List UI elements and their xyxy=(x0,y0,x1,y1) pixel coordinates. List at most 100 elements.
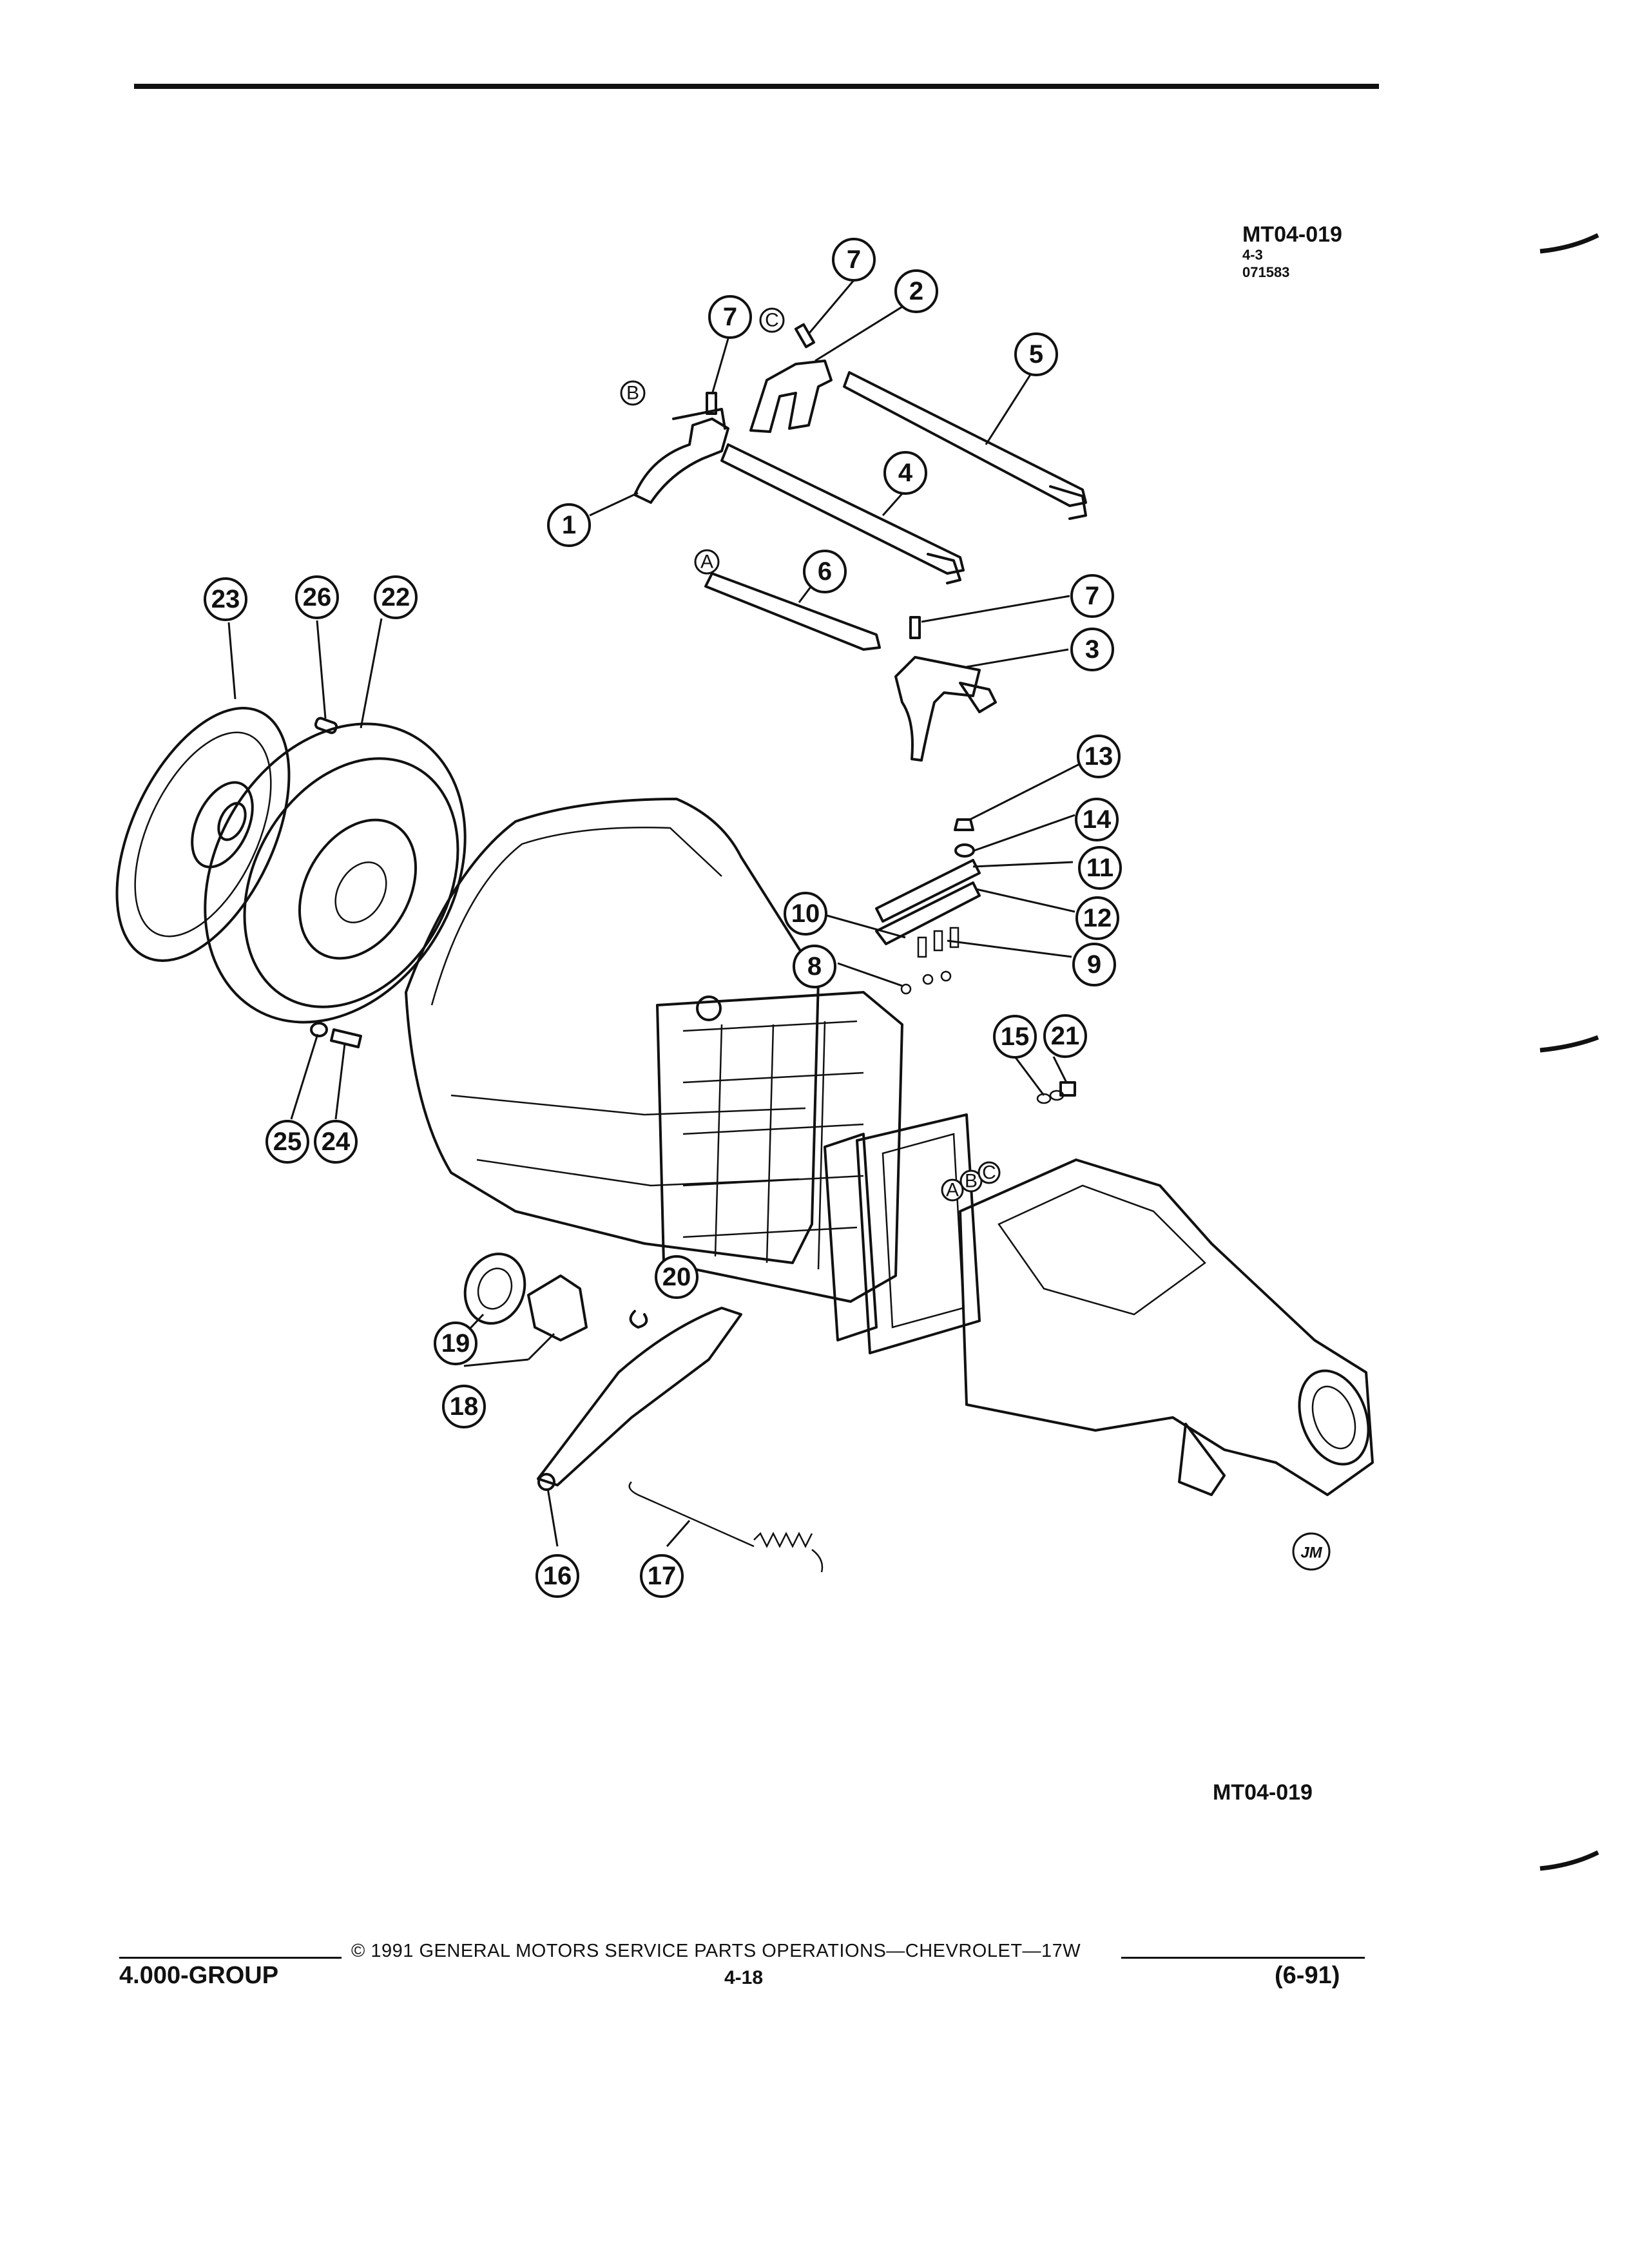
callout-9-label: 9 xyxy=(1087,950,1101,979)
callout-18-label: 18 xyxy=(450,1392,479,1421)
figure-code-sub2: 071583 xyxy=(1242,264,1290,280)
callout-20: 20 xyxy=(655,1255,699,1299)
reference-letter-a-case-label: A xyxy=(946,1180,959,1201)
callout-17-label: 17 xyxy=(648,1562,677,1590)
callout-5: 5 xyxy=(1014,332,1058,376)
return-spring-17 xyxy=(628,1481,824,1573)
callout-2-label: 2 xyxy=(909,277,923,305)
callout-20-label: 20 xyxy=(662,1263,691,1291)
callout-16: 16 xyxy=(535,1554,579,1598)
reference-letter-c-top: C xyxy=(759,307,785,333)
callout-26-label: 26 xyxy=(303,583,332,611)
washer-25-bolt-24 xyxy=(310,1022,362,1048)
callout-7-mid: 7 xyxy=(708,295,752,339)
callout-7-mid-label: 7 xyxy=(723,303,737,331)
clip-20 xyxy=(629,1310,648,1329)
callout-14-label: 14 xyxy=(1083,805,1112,834)
figure-code-top: MT04-019 xyxy=(1242,222,1342,247)
shift-rail-6 xyxy=(704,572,881,651)
callout-5-label: 5 xyxy=(1029,340,1043,369)
reference-letter-b-case-label: B xyxy=(965,1171,978,1192)
transmission-case xyxy=(405,798,903,1303)
interlock-plate-11 xyxy=(875,859,981,923)
pressure-plate-22 xyxy=(204,722,467,1024)
release-bearing-19 xyxy=(463,1253,526,1325)
footer-page-number: 4-18 xyxy=(724,1967,764,1988)
callout-11-label: 11 xyxy=(1086,854,1113,882)
callout-23-label: 23 xyxy=(211,585,240,613)
shift-rail-5 xyxy=(843,371,1087,520)
callout-21: 21 xyxy=(1043,1014,1087,1058)
callout-13: 13 xyxy=(1077,735,1121,778)
gasket-12 xyxy=(875,881,981,945)
footer-date: (6-91) xyxy=(1275,1962,1340,1989)
callout-3: 3 xyxy=(1070,628,1114,671)
callout-8: 8 xyxy=(793,945,836,988)
callout-7-right: 7 xyxy=(1070,574,1114,618)
reference-letter-c-case: C xyxy=(978,1161,1001,1184)
callout-26: 26 xyxy=(295,575,339,619)
callout-16-label: 16 xyxy=(543,1562,572,1590)
callout-15-label: 15 xyxy=(1001,1023,1030,1051)
callout-22: 22 xyxy=(374,575,418,619)
footer-group: 4.000-GROUP xyxy=(119,1962,279,1989)
callout-22-label: 22 xyxy=(381,583,410,611)
callout-1-label: 1 xyxy=(562,511,576,539)
reference-letter-c-top-label: C xyxy=(765,310,779,331)
footer-copyright: © 1991 GENERAL MOTORS SERVICE PARTS OPER… xyxy=(351,1941,1081,1961)
reference-letter-a-top: A xyxy=(694,549,720,575)
artist-mark-label: JM xyxy=(1300,1544,1322,1562)
clutch-disc-23 xyxy=(115,707,291,962)
footer-rule-left xyxy=(119,1957,342,1959)
reference-letter-a-top-label: A xyxy=(700,552,713,573)
top-rule xyxy=(134,84,1379,89)
reference-letter-a-case: A xyxy=(941,1178,964,1202)
callout-24-label: 24 xyxy=(322,1128,351,1156)
callout-4: 4 xyxy=(883,451,927,495)
extension-housing xyxy=(959,1158,1374,1496)
reference-letter-c-case-label: C xyxy=(982,1162,996,1184)
binder-marks xyxy=(1539,233,1599,1871)
shift-rail-4 xyxy=(720,443,965,584)
callout-19-label: 19 xyxy=(441,1329,470,1358)
figure-code-bottom: MT04-019 xyxy=(1213,1780,1313,1805)
springs-balls xyxy=(900,927,959,995)
callout-25: 25 xyxy=(265,1120,309,1164)
dowel-26 xyxy=(314,716,338,735)
release-fork-16 xyxy=(537,1307,742,1491)
callout-7-top: 7 xyxy=(832,238,876,282)
callout-14: 14 xyxy=(1075,798,1119,841)
callout-17: 17 xyxy=(640,1554,684,1598)
callout-13-label: 13 xyxy=(1084,742,1113,771)
callout-21-label: 21 xyxy=(1051,1022,1080,1050)
bolt-13 xyxy=(954,818,974,831)
callout-9: 9 xyxy=(1072,943,1116,986)
footer-rule-right xyxy=(1121,1957,1365,1959)
shift-fork-2 xyxy=(749,360,833,433)
bearing-hub-18 xyxy=(527,1274,588,1341)
callout-1: 1 xyxy=(547,503,591,547)
callout-25-label: 25 xyxy=(273,1128,302,1156)
figure-code-sub1: 4-3 xyxy=(1242,247,1263,263)
callout-7-right-label: 7 xyxy=(1085,582,1099,610)
callout-18: 18 xyxy=(442,1385,486,1428)
callout-12: 12 xyxy=(1075,896,1119,940)
callout-19: 19 xyxy=(434,1321,477,1365)
shift-fork-1 xyxy=(633,408,729,504)
callout-24: 24 xyxy=(314,1120,358,1164)
callout-7-top-label: 7 xyxy=(847,245,861,274)
case-gaskets xyxy=(824,1113,981,1354)
callout-2: 2 xyxy=(894,269,938,313)
callout-10: 10 xyxy=(784,892,827,936)
callout-11: 11 xyxy=(1078,846,1122,890)
callout-4-label: 4 xyxy=(898,459,913,487)
callout-10-label: 10 xyxy=(791,899,820,928)
callout-6-label: 6 xyxy=(818,557,832,586)
leader-lines xyxy=(227,280,1081,1547)
callout-8-label: 8 xyxy=(807,952,822,981)
callout-15: 15 xyxy=(993,1015,1037,1059)
callout-23: 23 xyxy=(204,577,247,621)
reference-letter-b-case: B xyxy=(959,1169,983,1193)
reference-letter-b-top: B xyxy=(620,380,646,406)
